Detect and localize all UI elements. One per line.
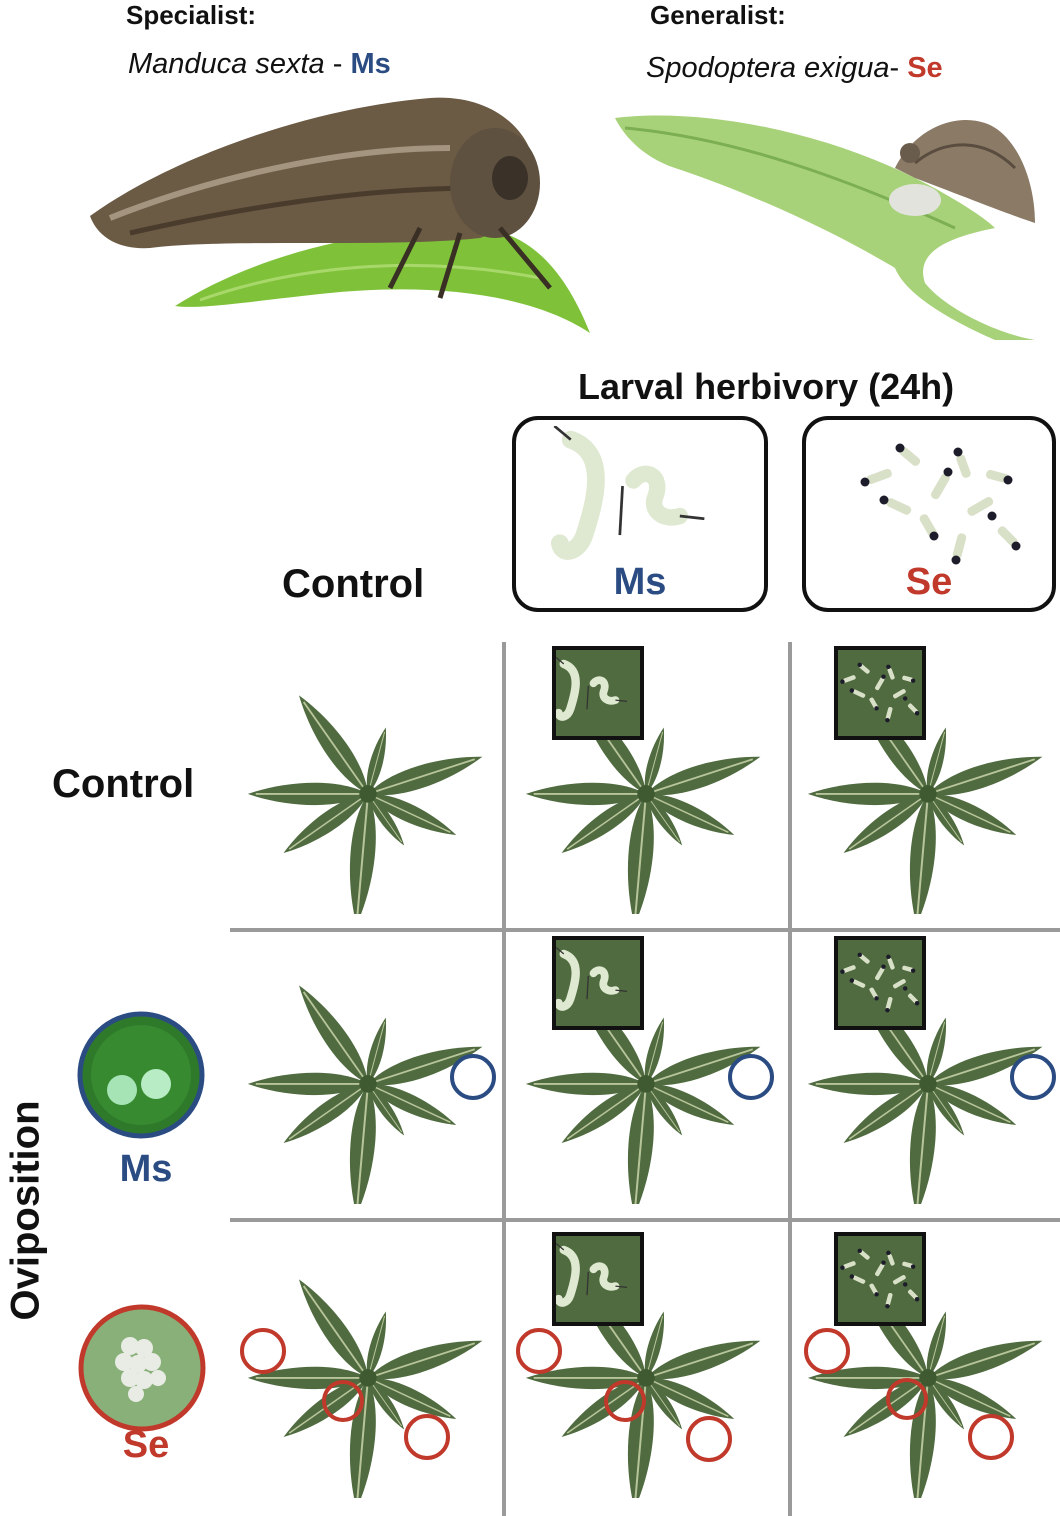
circle-outline-icon [602,1378,648,1424]
generalist-abbr: Se [907,52,942,84]
caterpillar-icon [556,1236,640,1322]
circle-outline-icon [684,1414,734,1464]
circle-outline-icon [402,1412,452,1462]
column-label-se: Se [806,561,1052,604]
grid-line-h1 [230,928,1060,932]
row-label-se: Se [96,1424,196,1467]
circle-outline-icon [726,1052,776,1102]
se-larvae-inset [834,646,926,740]
egg-icon [76,1302,208,1434]
larval-herbivory-heading: Larval herbivory (24h) [578,366,954,408]
generalist-species: Spodoptera exigua- Se [646,52,943,85]
circle-outline-icon [1008,1052,1058,1102]
moth-on-leaf-icon [90,88,595,338]
row-label-oviposition-wrap: Oviposition [0,1188,146,1238]
caterpillar-icon [538,426,748,576]
grid-line-v1 [502,642,506,1516]
caterpillar-icon [838,940,922,1026]
rosette-plant-icon [248,652,488,914]
caterpillar-icon [556,650,640,736]
caterpillar-icon [838,650,922,736]
row-label-oviposition: Oviposition [4,1091,49,1331]
specialist-heading: Specialist: [126,0,256,31]
se-larvae-inset [834,1232,926,1326]
row-label-control: Control [52,762,194,807]
grid-line-v2 [788,642,792,1516]
circle-outline-icon [884,1376,930,1422]
ms-larvae-inset [552,646,644,740]
circle-outline-icon [802,1326,852,1376]
circle-outline-icon [966,1412,1016,1462]
specialist-species-name: Manduca sexta [128,48,325,80]
moth-on-stem-icon [615,108,1060,343]
column-label-ms: Ms [516,561,764,604]
ms-larvae-box: Ms [512,416,768,612]
egg-icon [76,1010,206,1140]
generalist-species-name: Spodoptera exigua [646,52,889,84]
ms-larvae-inset [552,936,644,1030]
grid-line-h2 [230,1218,1060,1222]
generalist-species-sep: - [889,52,907,84]
circle-outline-icon [514,1326,564,1376]
caterpillar-icon [838,1236,922,1322]
caterpillar-icon [856,442,1026,568]
row-label-ms: Ms [96,1148,196,1191]
se-larvae-box: Se [802,416,1056,612]
ms-larvae-inset [552,1232,644,1326]
se-larvae-inset [834,936,926,1030]
generalist-heading: Generalist: [650,0,786,31]
circle-outline-icon [320,1378,366,1424]
column-label-control: Control [282,562,424,607]
caterpillar-icon [556,940,640,1026]
circle-outline-icon [238,1326,288,1376]
specialist-species-sep: - [325,48,351,80]
specialist-species: Manduca sexta - Ms [128,48,391,81]
circle-outline-icon [448,1052,498,1102]
specialist-abbr: Ms [350,48,390,80]
